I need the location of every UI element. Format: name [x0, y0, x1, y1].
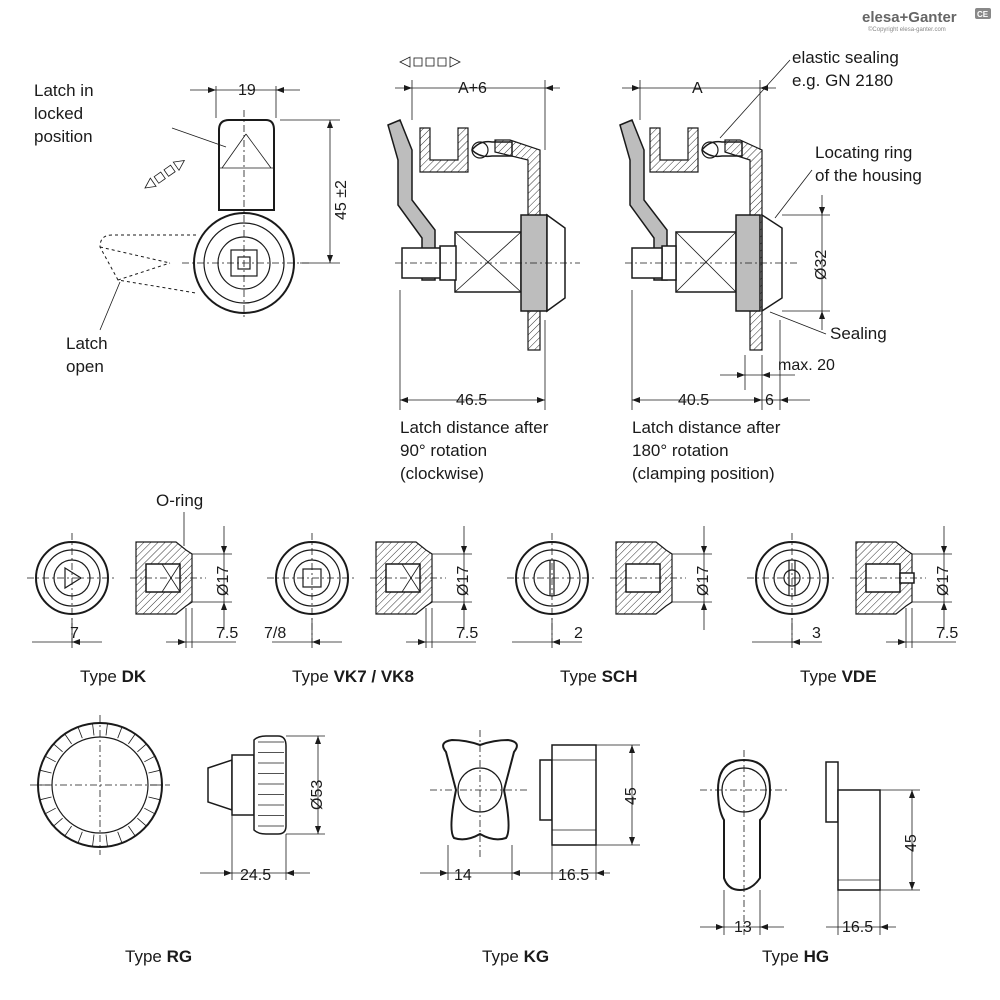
type-hg-label: Type HG [762, 947, 829, 966]
copyright-text: ©Copyright elesa-ganter.com [868, 26, 946, 33]
elastic-sealing-label-1: elastic sealing [792, 48, 899, 67]
note-90-line-3: (clockwise) [400, 464, 484, 483]
locating-ring-label-2: of the housing [815, 166, 922, 185]
slot-insert-icon [507, 533, 597, 643]
latch-locked-label-1: Latch in [34, 81, 94, 100]
sealing-label: Sealing [830, 324, 887, 343]
type-label: Type DK [80, 667, 147, 686]
square-insert-icon [267, 533, 357, 643]
logo-text: elesa+Ganter [862, 9, 957, 26]
dim-insert-b: 7.5 [456, 625, 478, 642]
side-view-90: A+6 46.5 Latch distance after 90° rotati… [387, 56, 580, 483]
dim-rg-53: Ø53 [309, 780, 326, 810]
dim-kg-16-5: 16.5 [558, 867, 589, 884]
note-180-line-3: (clamping position) [632, 464, 775, 483]
locating-ring-label-1: Locating ring [815, 143, 912, 162]
latch-locked-label-2: locked [34, 104, 83, 123]
insert-section-view [130, 541, 206, 615]
dim-a-plus-6: A+6 [458, 80, 487, 97]
dim-dia-17: Ø17 [455, 566, 472, 596]
insert-section-view [610, 541, 686, 615]
side-view-180: A elastic sealing e.g. GN 2180 Locating … [619, 48, 922, 483]
lever-handle-icon [700, 750, 790, 935]
brand-logo: elesa+Ganter ©Copyright elesa-ganter.com… [862, 8, 991, 33]
dim-kg-14: 14 [454, 867, 472, 884]
note-90-line-1: Latch distance after [400, 418, 549, 437]
dim-a: A [692, 80, 703, 97]
handle-type-kg: 45 14 16.5 Type KG [420, 730, 640, 966]
type-label: Type VDE [800, 667, 877, 686]
type-label: Type SCH [560, 667, 638, 686]
dim-insert-b: 7.5 [936, 625, 958, 642]
dim-40-5: 40.5 [678, 392, 709, 409]
o-ring-label: O-ring [156, 491, 203, 510]
dim-max-20: max. 20 [778, 357, 835, 374]
dim-dia-17: Ø17 [695, 566, 712, 596]
dim-insert-a: 7/8 [264, 625, 286, 642]
dim-rg-24-5: 24.5 [240, 867, 271, 884]
insert-section-view [370, 541, 446, 615]
dim-kg-45: 45 [623, 787, 640, 805]
knurled-knob-icon [30, 715, 170, 855]
wing-knob-icon [430, 730, 530, 860]
dim-insert-a: 2 [574, 625, 583, 642]
handle-type-hg: 45 13 16.5 Type HG [700, 750, 920, 966]
type-kg-label: Type KG [482, 947, 549, 966]
dim-6: 6 [765, 392, 774, 409]
latch-locked-label-3: position [34, 127, 93, 146]
dim-hg-45: 45 [903, 834, 920, 852]
dim-45: 45 ±2 [333, 180, 350, 220]
latch-open-label-2: open [66, 357, 104, 376]
note-180-line-1: Latch distance after [632, 418, 781, 437]
dim-dia-17: Ø17 [215, 566, 232, 596]
note-90-line-2: 90° rotation [400, 441, 487, 460]
dim-dia-17: Ø17 [935, 566, 952, 596]
note-180-line-2: 180° rotation [632, 441, 729, 460]
type-label: Type VK7 / VK8 [292, 667, 414, 686]
front-view: Latch in locked position 19 45 ±2 [34, 81, 350, 376]
dim-insert-a: 3 [812, 625, 821, 642]
dim-insert-b: 7.5 [216, 625, 238, 642]
double-bit-insert-icon [747, 533, 837, 643]
ce-mark: CE [977, 10, 989, 19]
type-rg-label: Type RG [125, 947, 192, 966]
dim-46-5: 46.5 [456, 392, 487, 409]
latch-open-label-1: Latch [66, 334, 108, 353]
dim-19: 19 [238, 82, 256, 99]
handle-type-rg: Ø53 24.5 Type RG [30, 715, 326, 966]
dim-32: Ø32 [813, 250, 830, 280]
dim-hg-16-5: 16.5 [842, 919, 873, 936]
dim-insert-a: 7 [70, 625, 79, 642]
dim-hg-13: 13 [734, 919, 752, 936]
insert-section-view [850, 541, 926, 615]
elastic-sealing-label-2: e.g. GN 2180 [792, 71, 893, 90]
